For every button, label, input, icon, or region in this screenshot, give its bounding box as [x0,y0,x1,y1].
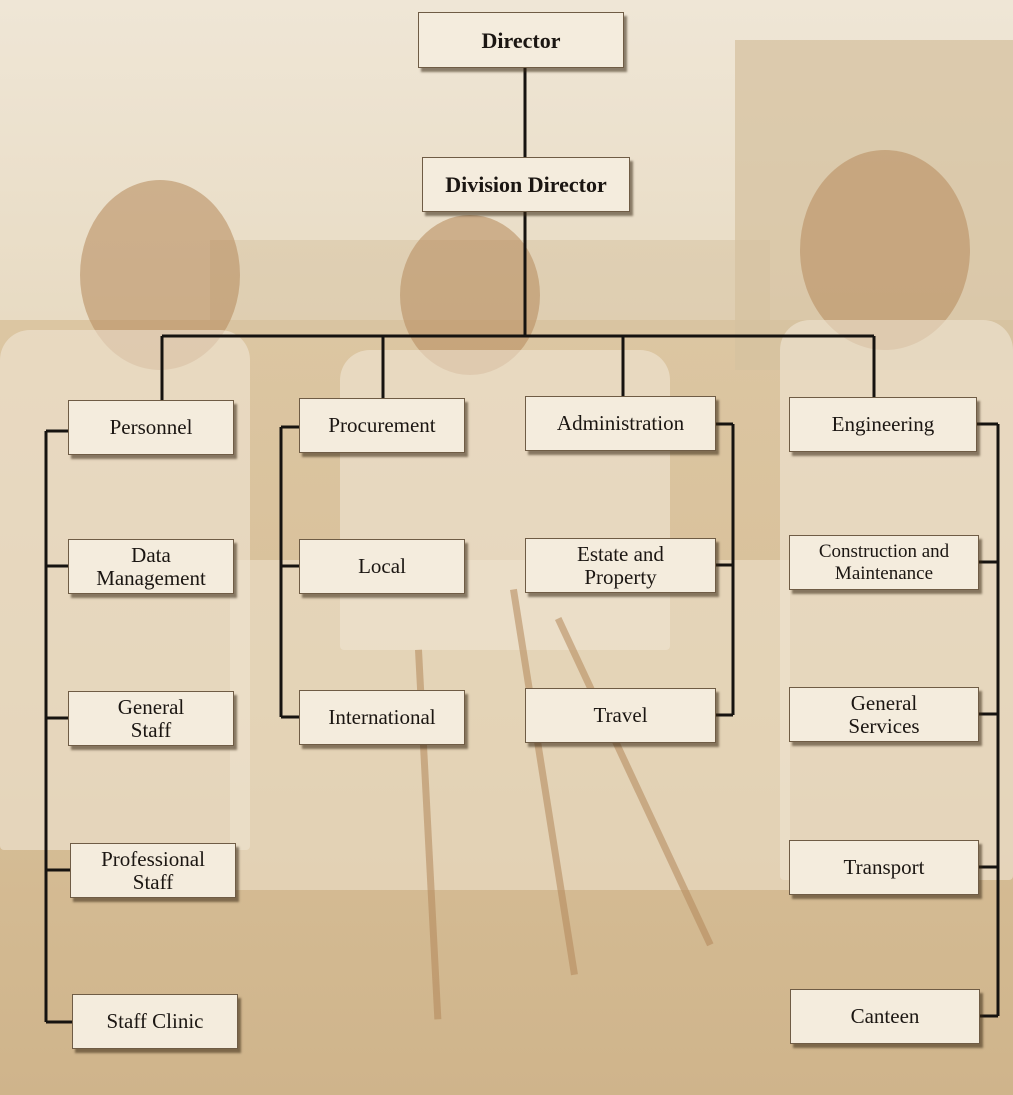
director-label: Director [481,27,561,53]
personnel-unit-box: Professional Staff [70,843,236,898]
personnel-unit-label: Staff Clinic [106,1009,204,1033]
engineering-unit-label: General Services [848,690,920,738]
procurement-unit-label: Local [358,554,406,578]
division-director-label: Division Director [445,172,607,197]
engineering-unit-box: General Services [789,687,979,742]
engineering-unit-label: Construction and Maintenance [818,540,950,584]
division-director-box: Division Director [422,157,630,212]
procurement-label: Procurement [328,413,436,437]
engineering-label: Engineering [831,412,935,436]
personnel-unit-label: Data Management [96,542,206,590]
engineering-unit-label: Canteen [850,1004,920,1028]
personnel-unit-label: Professional Staff [101,846,205,894]
procurement-unit-box: International [299,690,465,745]
administration-unit-box: Estate and Property [525,538,716,593]
engineering-unit-box: Construction and Maintenance [789,535,979,590]
personnel-label: Personnel [109,415,193,439]
administration-label: Administration [556,411,685,435]
procurement-box: Procurement [299,398,465,453]
administration-unit-label: Estate and Property [577,541,664,589]
personnel-unit-label: General Staff [117,694,185,742]
director-box: Director [418,12,624,68]
engineering-unit-box: Transport [789,840,979,895]
personnel-unit-box: Data Management [68,539,234,594]
engineering-unit-label: Transport [843,855,925,879]
engineering-box: Engineering [789,397,977,452]
administration-box: Administration [525,396,716,451]
personnel-unit-box: Staff Clinic [72,994,238,1049]
procurement-unit-label: International [328,705,436,729]
administration-unit-label: Travel [593,703,648,727]
engineering-unit-box: Canteen [790,989,980,1044]
administration-unit-box: Travel [525,688,716,743]
personnel-box: Personnel [68,400,234,455]
personnel-unit-box: General Staff [68,691,234,746]
procurement-unit-box: Local [299,539,465,594]
